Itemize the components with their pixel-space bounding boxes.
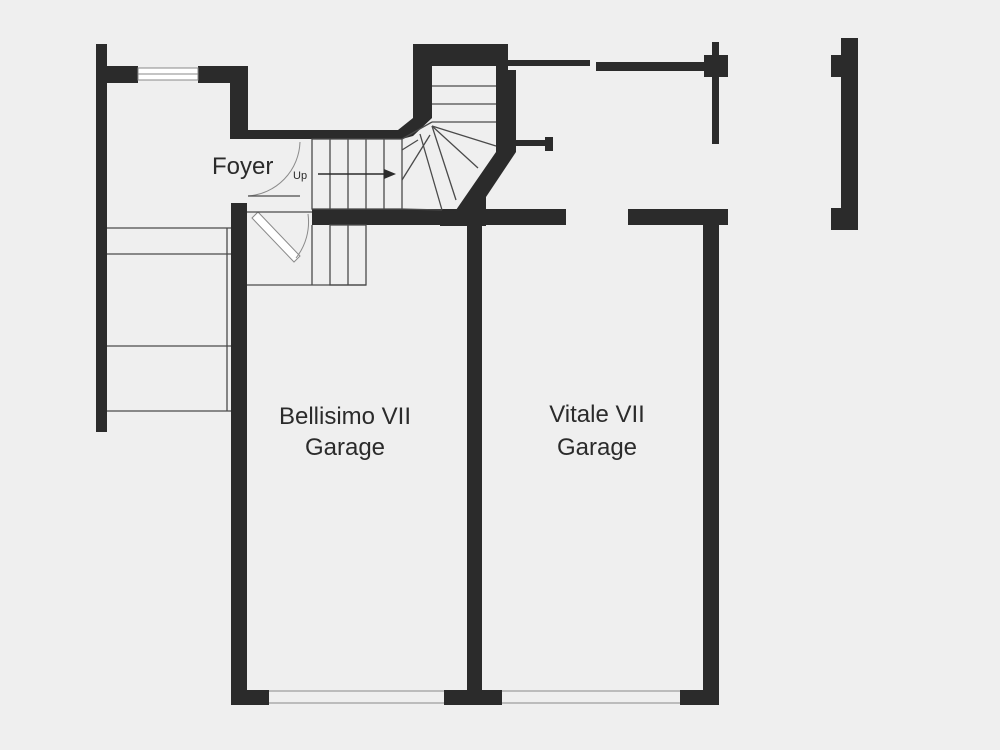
garage-right-label-line2: Garage bbox=[557, 434, 637, 461]
wall-bottom-center bbox=[444, 690, 502, 705]
garage-door-leaf bbox=[251, 211, 301, 263]
wall-foyer-vertical bbox=[230, 66, 248, 138]
wall-garage-top-right bbox=[628, 209, 728, 225]
wall-garage-top-left bbox=[312, 209, 566, 225]
labels: Foyer Up Bellisimo VII Garage Vitale VII… bbox=[212, 153, 645, 461]
stair-up-label: Up bbox=[293, 170, 307, 182]
walls bbox=[96, 38, 858, 705]
wall-top-left-a bbox=[96, 66, 138, 83]
garage-left-label-line1: Bellisimo VII bbox=[279, 403, 411, 430]
doors bbox=[247, 141, 312, 263]
wall-stair-tower bbox=[413, 44, 516, 226]
garage-door-swing bbox=[295, 213, 310, 259]
foyer-label: Foyer bbox=[212, 153, 273, 180]
wall-foyer-top bbox=[230, 130, 402, 139]
wall-far-right-tab-b bbox=[831, 208, 843, 230]
wall-garage-left bbox=[231, 203, 247, 705]
stair-arrow-head bbox=[384, 169, 396, 179]
wall-stair-angle bbox=[398, 118, 413, 139]
garage-door-thresholds bbox=[269, 690, 680, 704]
wall-bottom-left bbox=[231, 690, 269, 705]
wall-garage-divider bbox=[467, 220, 482, 705]
wall-far-right bbox=[841, 38, 858, 230]
exterior-steps bbox=[107, 227, 231, 412]
wall-garage-right bbox=[703, 225, 719, 705]
wall-stair-tab-end bbox=[545, 137, 553, 151]
wall-bottom-right bbox=[680, 690, 719, 705]
garage-right-label-line1: Vitale VII bbox=[549, 401, 645, 428]
window-top-left bbox=[137, 67, 199, 81]
wall-top-right-a bbox=[508, 60, 590, 66]
wall-top-right-b bbox=[596, 62, 714, 71]
foyer-door-swing bbox=[247, 141, 301, 197]
stairs bbox=[247, 85, 497, 286]
wall-stair-tab bbox=[516, 140, 548, 146]
wall-far-right-tab-a bbox=[831, 55, 843, 77]
wall-left-exterior bbox=[96, 44, 107, 432]
wall-top-right-stub bbox=[712, 42, 719, 144]
garage-left-label-line2: Garage bbox=[305, 434, 385, 461]
